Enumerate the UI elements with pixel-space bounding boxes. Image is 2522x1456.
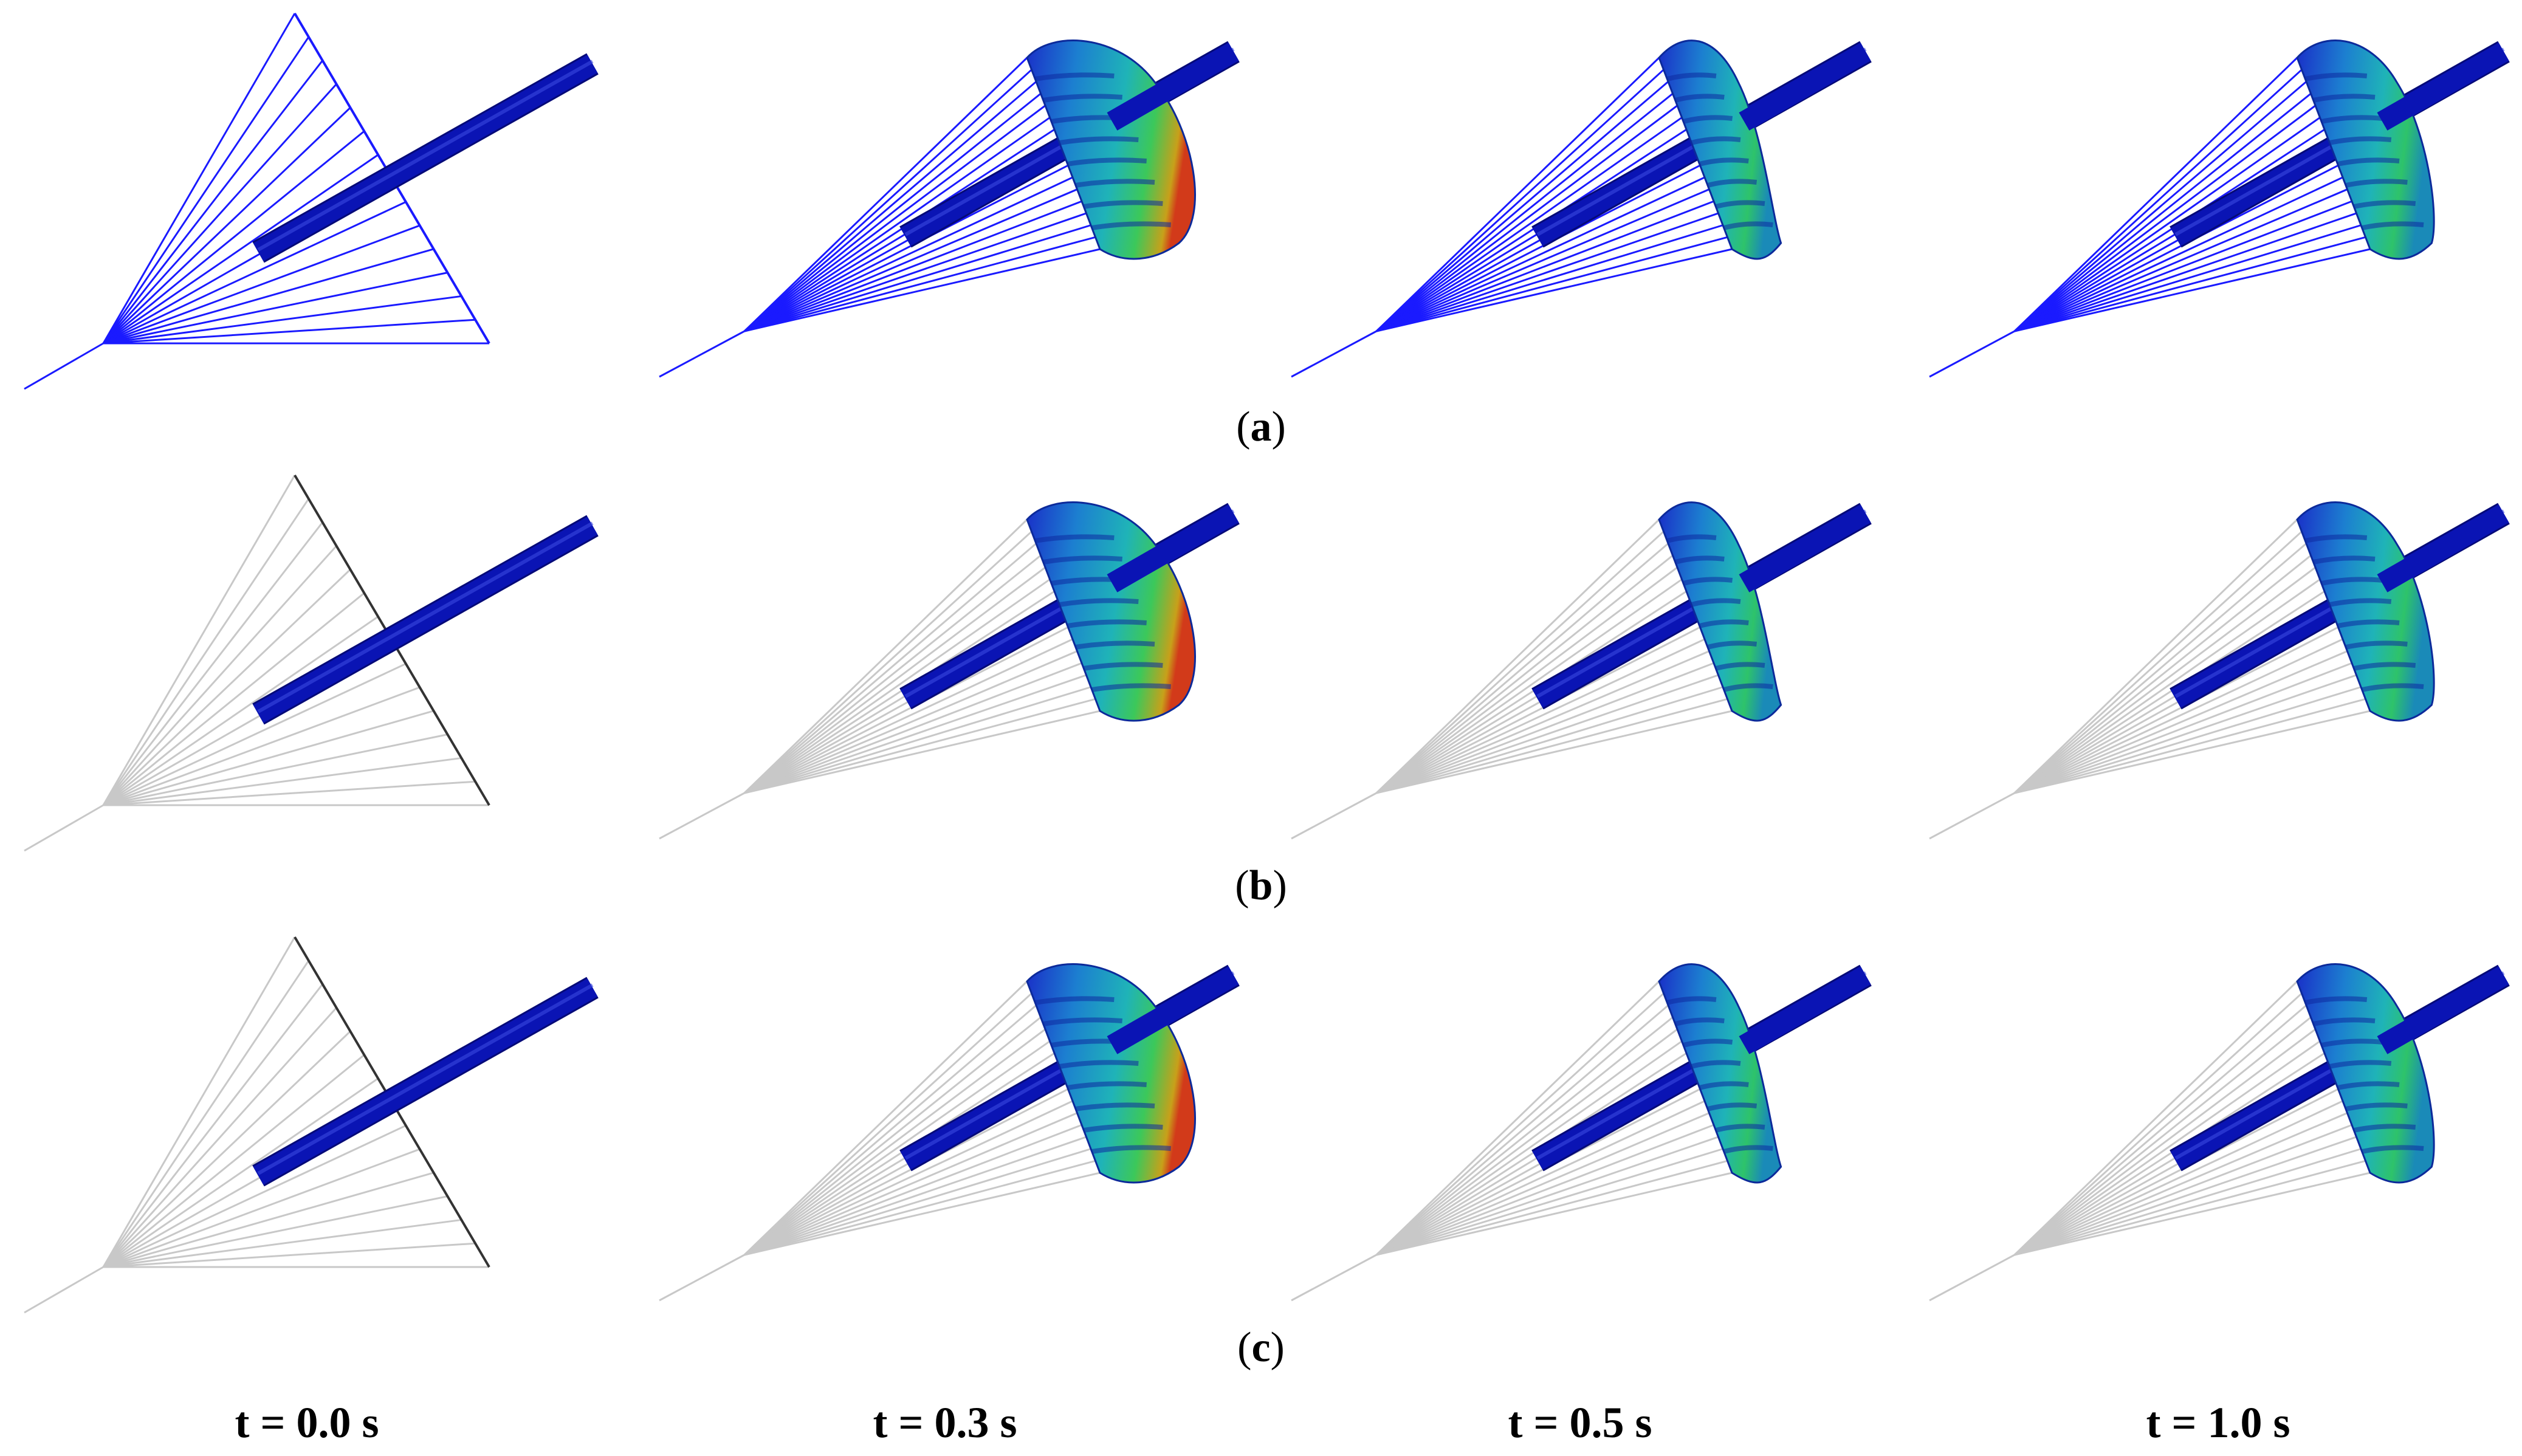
panel-row-b-t03	[659, 501, 1240, 840]
time-label-t0: t = 0.0 s	[235, 1398, 379, 1447]
row-caption-letter: a	[1251, 403, 1272, 450]
row-caption-letter: c	[1251, 1324, 1270, 1371]
panel-row-c-t05	[1291, 963, 1872, 1302]
time-label-t05: t = 0.5 s	[1508, 1398, 1652, 1447]
panel-row-b-t05	[1291, 501, 1872, 840]
row-caption-c: (c)	[1237, 1324, 1285, 1371]
time-label-t10: t = 1.0 s	[2146, 1398, 2290, 1447]
panel-row-b-t10	[1929, 501, 2510, 840]
panel-row-c-t0	[24, 936, 599, 1314]
panel-row-c-t03	[659, 963, 1240, 1302]
panel-row-a-t03	[659, 39, 1240, 378]
panel-row-c-t10	[1929, 963, 2510, 1302]
row-caption-a: (a)	[1236, 403, 1286, 450]
row-caption-letter: b	[1249, 862, 1273, 909]
panel-row-a-t05	[1291, 39, 1872, 378]
panel-row-b-t0	[24, 474, 599, 852]
time-label-t03: t = 0.3 s	[873, 1398, 1017, 1447]
panel-row-a-t0	[24, 12, 599, 390]
row-caption-b: (b)	[1235, 862, 1287, 909]
panel-row-a-t10	[1929, 39, 2510, 378]
